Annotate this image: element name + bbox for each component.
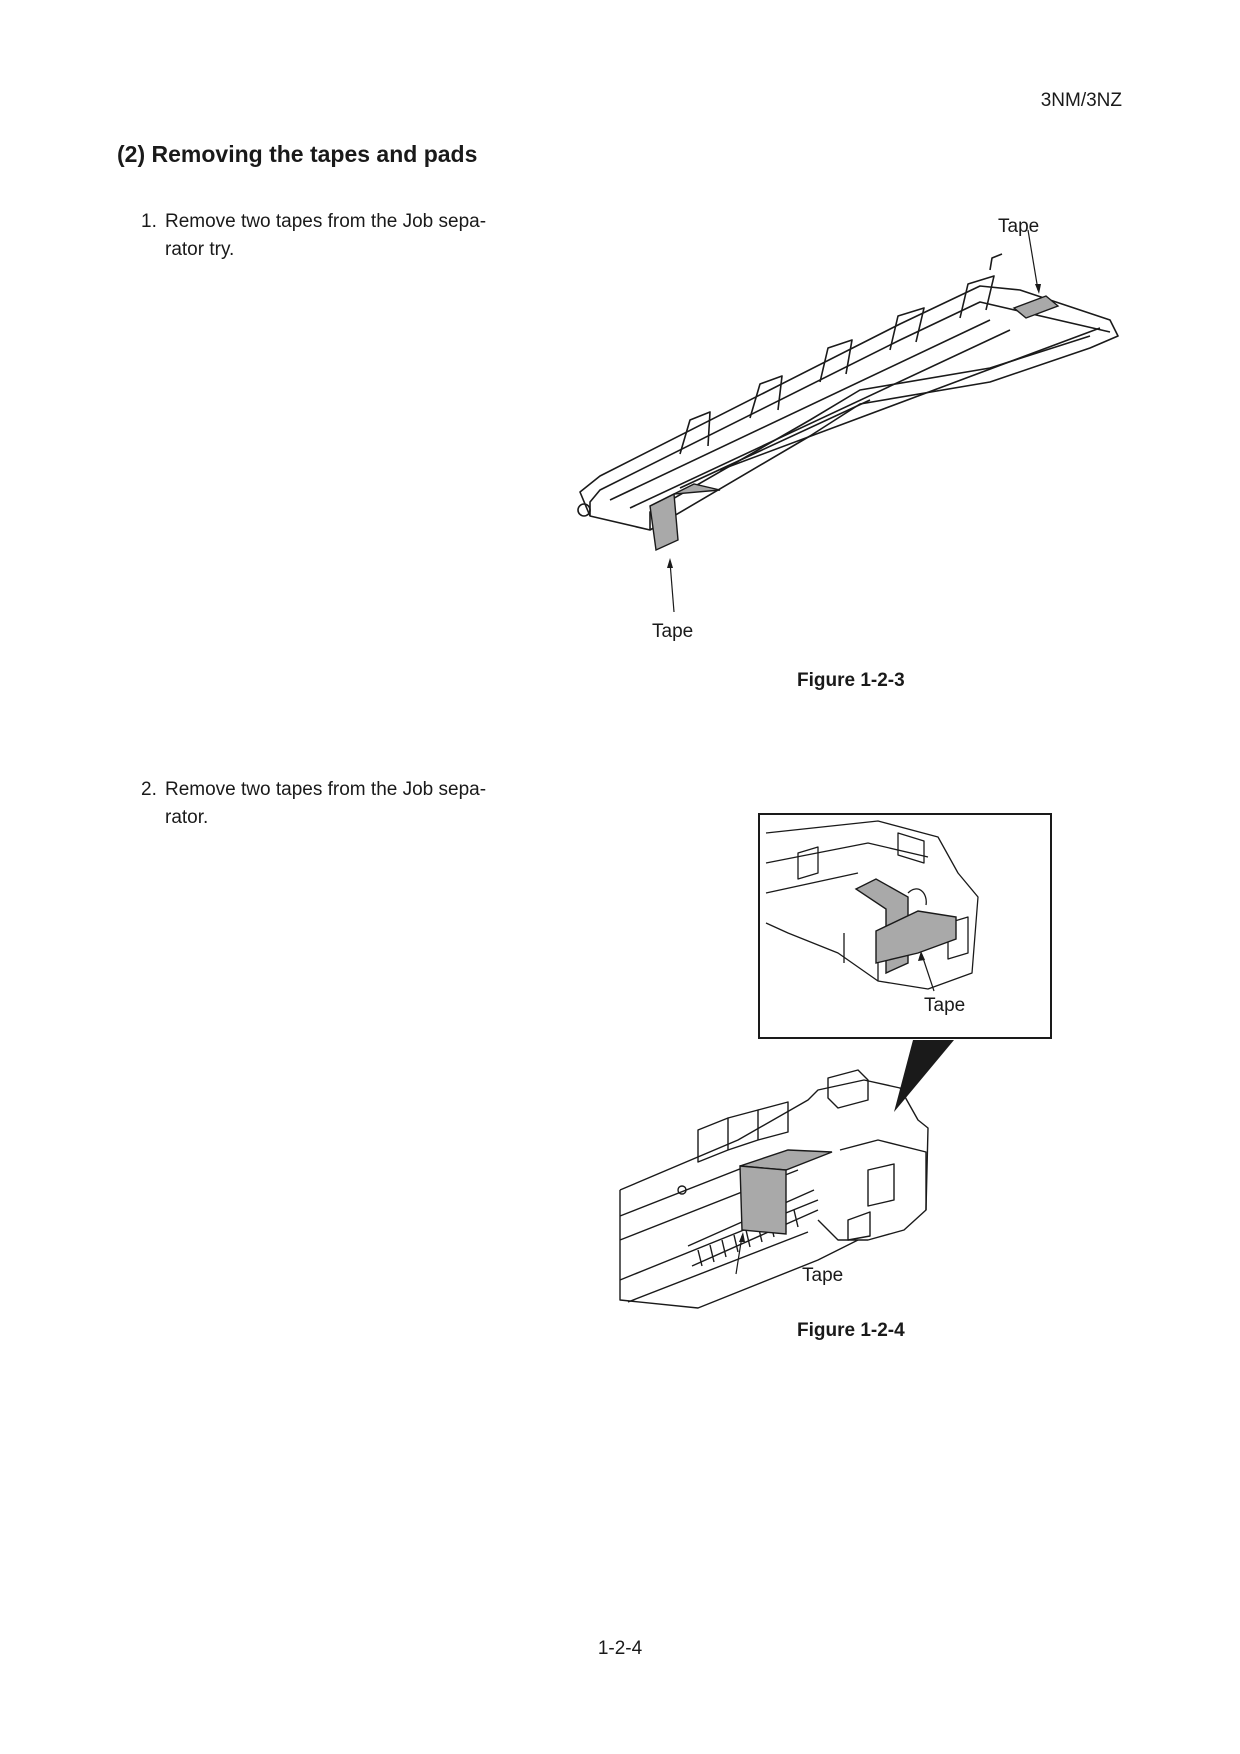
callout-tape-inset: Tape <box>924 995 966 1016</box>
callout-tape-main: Tape <box>802 1265 844 1286</box>
document-code: 3NM/3NZ <box>1040 90 1122 111</box>
tape-main-front <box>739 1165 787 1235</box>
tape-left-top <box>649 483 721 507</box>
figure-caption: Figure 1-2-3 <box>797 670 905 691</box>
step-number: 2. <box>141 779 157 800</box>
job-separator-tray-illustration <box>577 229 1119 613</box>
section-title: (2) Removing the tapes and pads <box>117 141 478 167</box>
callout-tape-top: Tape <box>998 216 1040 237</box>
step-number: 1. <box>141 211 157 232</box>
tape-inset-side <box>875 910 957 964</box>
callout-tape-bottom: Tape <box>652 621 694 642</box>
tape-right <box>1012 295 1060 319</box>
figure-caption: Figure 1-2-4 <box>797 1320 905 1341</box>
page-number: 1-2-4 <box>597 1638 643 1659</box>
step-text: Remove two tapes from the Job sepa-rator… <box>165 779 487 828</box>
job-separator-illustration <box>619 1040 954 1309</box>
step-2: 2. Remove two tapes from the Job sepa-ra… <box>141 776 521 832</box>
step-text: Remove two tapes from the Job sepa-rator… <box>165 211 487 260</box>
step-1: 1. Remove two tapes from the Job sepa-ra… <box>141 208 521 264</box>
job-separator-detail-inset <box>758 813 1052 1039</box>
tape-left <box>649 492 679 552</box>
